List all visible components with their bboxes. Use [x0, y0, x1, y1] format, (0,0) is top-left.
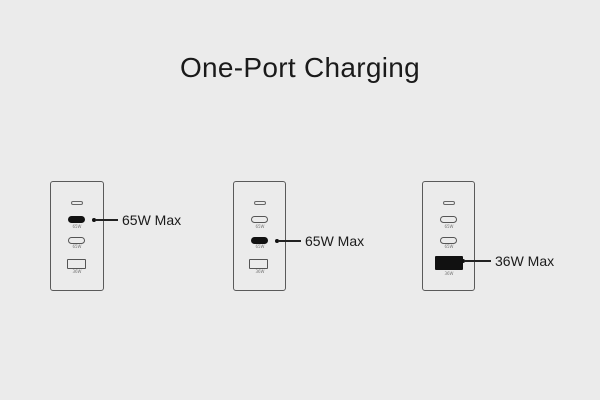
usb-c-port-2: [440, 237, 457, 244]
charger-top-slot: [71, 201, 83, 205]
usb-a-port: [67, 259, 86, 269]
charger-top-slot: [254, 201, 266, 205]
port-label: 36W: [444, 271, 454, 276]
callout-1: 65W Max: [92, 212, 181, 228]
callout-2: 65W Max: [275, 233, 364, 249]
port-label: 36W: [72, 269, 82, 274]
usb-c-port-1: [440, 216, 457, 223]
usb-a-port: [249, 259, 268, 269]
callout-dot: [92, 218, 96, 222]
callout-dot: [275, 239, 279, 243]
callout-dot: [461, 259, 465, 263]
port-label: 65W: [255, 244, 265, 249]
callout-label: 36W Max: [495, 253, 555, 269]
page-title: One-Port Charging: [179, 52, 421, 83]
port-label: 65W: [255, 224, 265, 229]
port-label: 36W: [255, 269, 265, 274]
callout-label: 65W Max: [305, 233, 365, 249]
charger-top-slot: [443, 201, 455, 205]
usb-a-port-active: [435, 256, 463, 270]
usb-c-port-2: [68, 237, 85, 244]
charger-illustration-1: 65W 65W 36W: [50, 181, 104, 291]
port-label: 65W: [72, 224, 82, 229]
charger-illustration-2: 65W 65W 36W: [233, 181, 286, 291]
callout-line: [96, 219, 118, 221]
port-label: 65W: [444, 244, 454, 249]
callout-label: 65W Max: [122, 212, 182, 228]
usb-c-port-2-active: [251, 237, 268, 244]
port-label: 65W: [444, 224, 454, 229]
charger-illustration-3: 65W 65W 36W: [422, 181, 475, 291]
usb-c-port-1-active: [68, 216, 85, 223]
port-label: 65W: [72, 244, 82, 249]
callout-3: 36W Max: [461, 253, 554, 269]
usb-c-port-1: [251, 216, 268, 223]
callout-line: [465, 260, 491, 262]
callout-line: [279, 240, 301, 242]
